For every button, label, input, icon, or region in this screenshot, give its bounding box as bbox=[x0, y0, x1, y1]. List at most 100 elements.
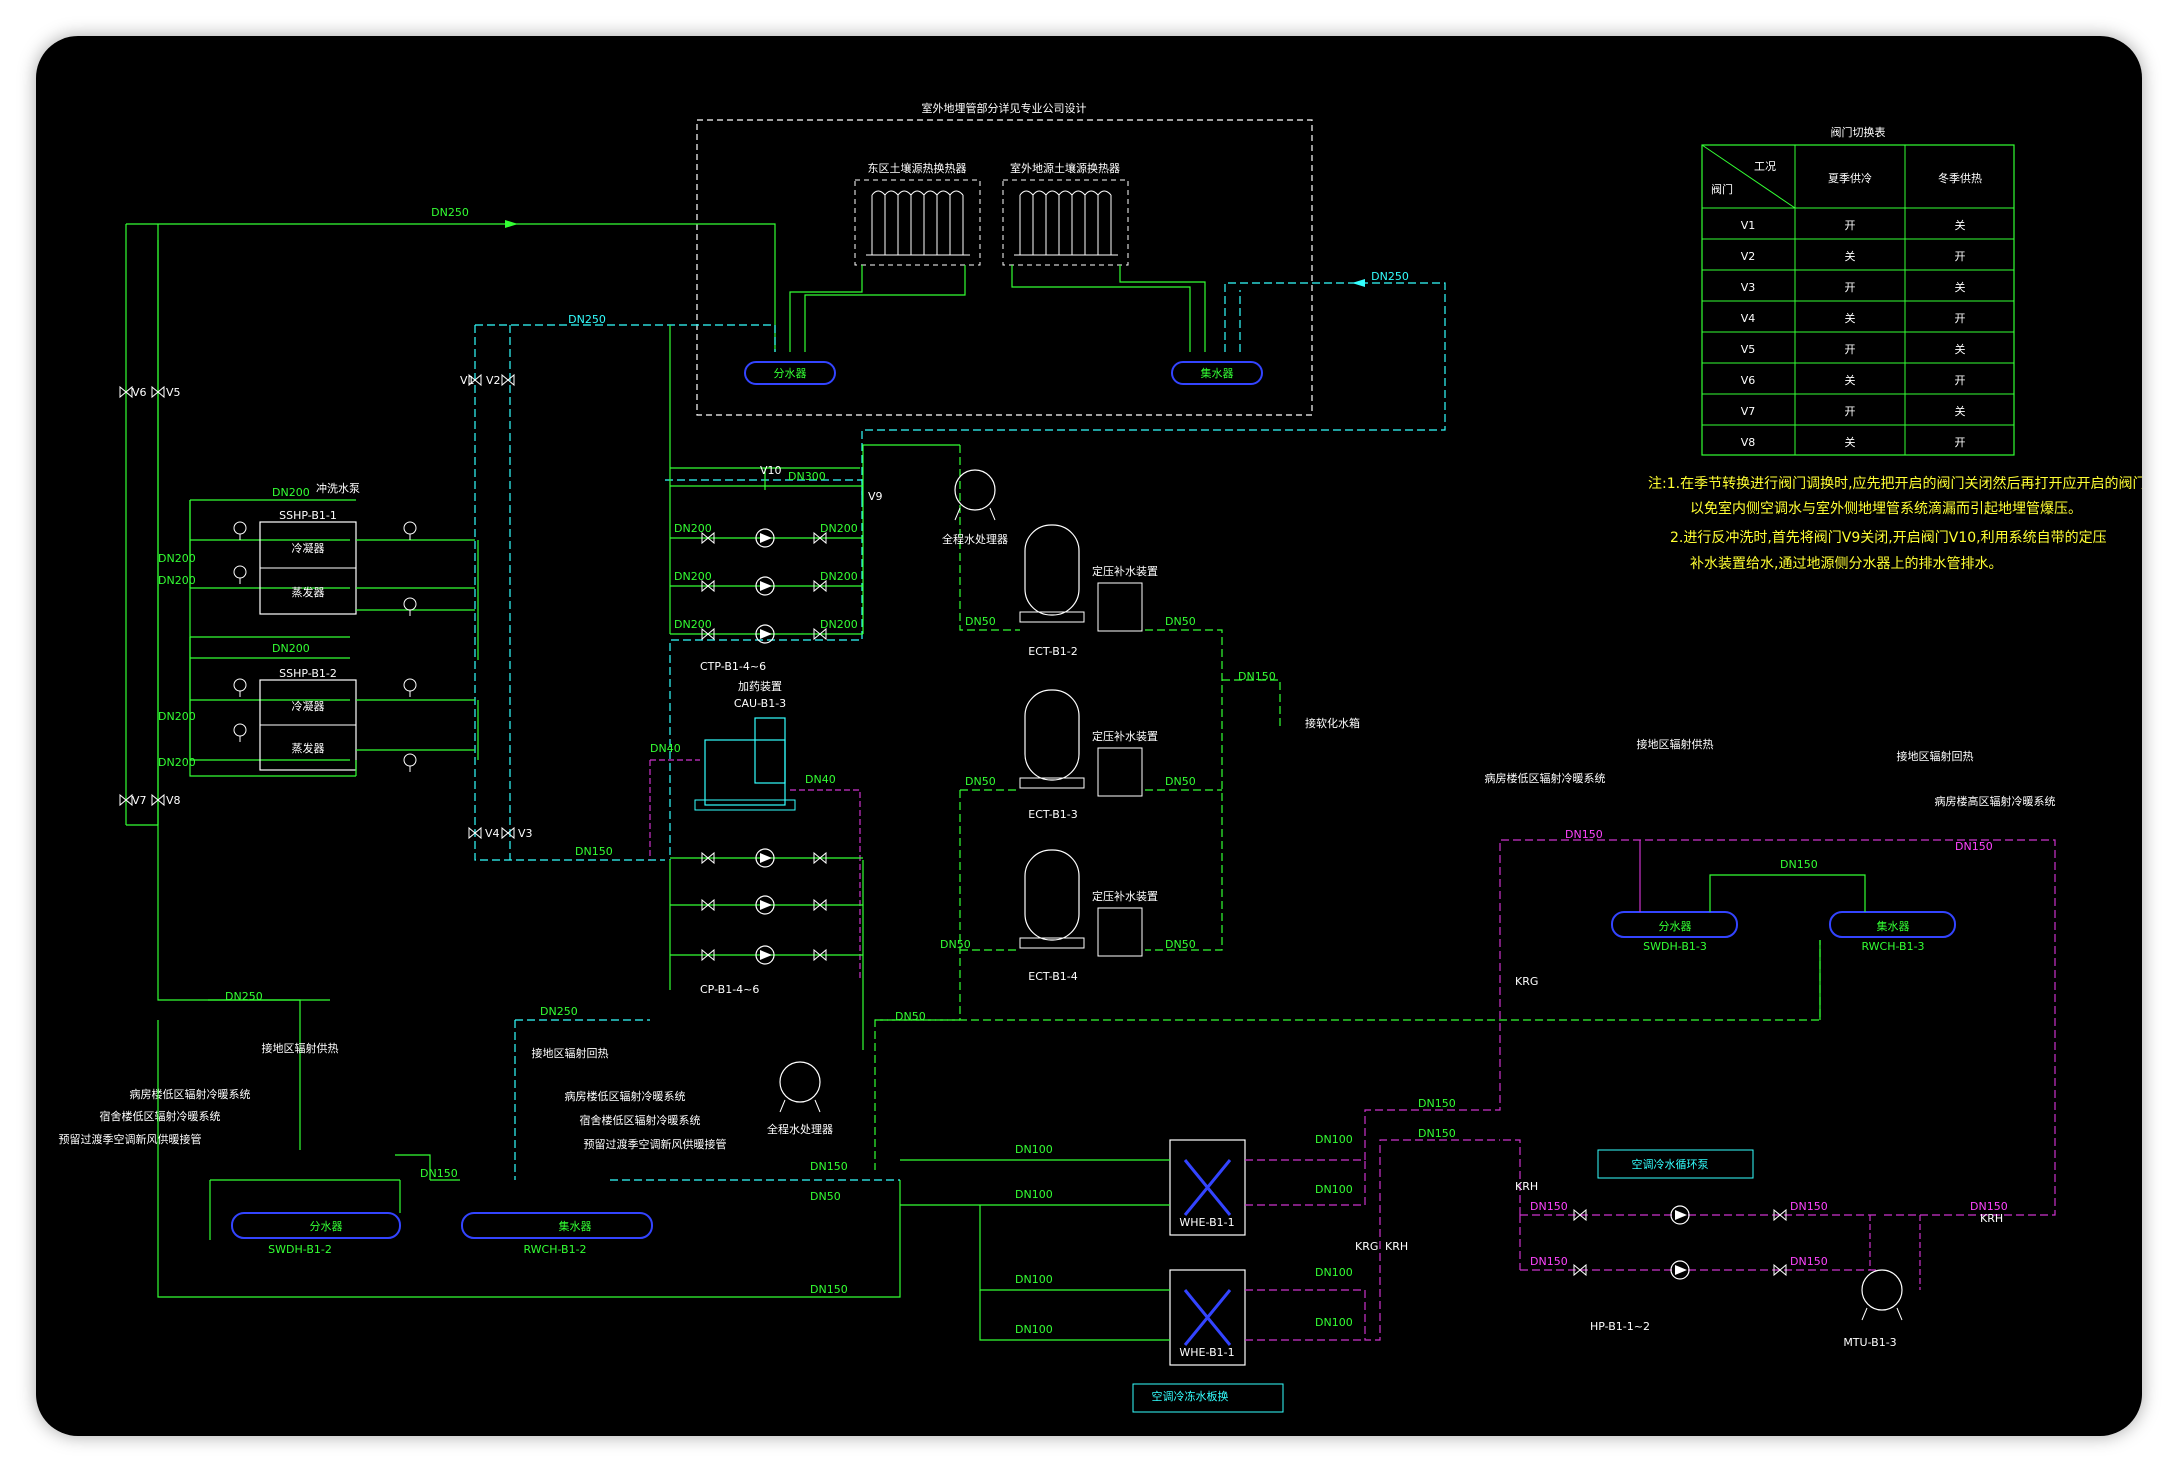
hx-left bbox=[854, 179, 981, 266]
valve-table-cell-valve: V1 bbox=[1741, 219, 1756, 232]
rwch2-col: 集水器 bbox=[559, 1219, 592, 1233]
dn150-bottom: DN150 bbox=[810, 1283, 848, 1296]
softwater-label: 接软化水箱 bbox=[1305, 716, 1360, 730]
hvac-loop-label: 空调冷水循环泵 bbox=[1632, 1157, 1709, 1171]
svg-text:DN150: DN150 bbox=[1418, 1097, 1456, 1110]
valve-table-cell-summer: 开 bbox=[1845, 219, 1856, 232]
svg-text:DN150: DN150 bbox=[1530, 1255, 1568, 1268]
svg-text:DN150: DN150 bbox=[1790, 1200, 1828, 1213]
branch-a-right: 接地区辐射供热 bbox=[1637, 737, 1714, 751]
dn40-right: DN40 bbox=[805, 773, 836, 786]
outdoor-collector-label: 集水器 bbox=[1201, 366, 1234, 380]
ect4 bbox=[1019, 849, 1143, 957]
whe-dn-labels: DN100 DN100 DN100 DN100 DN100 DN100 DN10… bbox=[1015, 1097, 1456, 1336]
hx-right bbox=[1002, 179, 1129, 266]
svg-text:DN200: DN200 bbox=[158, 574, 196, 587]
dn150-cp: DN150 bbox=[575, 845, 613, 858]
svg-text:DN150: DN150 bbox=[1238, 670, 1276, 683]
swdh3-sep: 分水器 bbox=[1659, 920, 1692, 933]
valve-table-title: 阀门切换表 bbox=[1831, 125, 1886, 139]
svg-text:DN200: DN200 bbox=[272, 486, 310, 499]
ect3-label: ECT-B1-3 bbox=[1028, 808, 1077, 821]
ect2-label: ECT-B1-2 bbox=[1028, 645, 1077, 658]
branch-b-left: 病房楼低区辐射冷暖系统 bbox=[130, 1087, 251, 1101]
branch-f-right: 病房楼高区辐射冷暖系统 bbox=[1935, 794, 2056, 808]
ect3 bbox=[1019, 689, 1143, 797]
krh-label-2: KRH bbox=[1515, 1180, 1538, 1193]
system-schematic: 室外地埋管部分详见专业公司设计 东区土壤源热换热器 室外地源土壤源换热器 分水器… bbox=[59, 101, 2142, 1413]
svg-text:DN150: DN150 bbox=[1790, 1255, 1828, 1268]
svg-text:DN50: DN50 bbox=[965, 775, 996, 788]
cp-label: CP-B1-4~6 bbox=[700, 983, 759, 996]
valve-table-cell-winter: 关 bbox=[1955, 280, 1966, 294]
cau-desc: 加药装置 bbox=[738, 680, 782, 693]
note-line-3: 2.进行反冲洗时,首先将阀门V9关闭,开启阀门V10,利用系统自带的定压 bbox=[1670, 530, 2107, 546]
sshp2-evaporator: 蒸发器 bbox=[292, 741, 325, 755]
branch-e-mid: 接地区辐射回热 bbox=[532, 1046, 609, 1060]
valve-table-cell-winter: 开 bbox=[1955, 374, 1966, 387]
cau-unit bbox=[704, 739, 786, 806]
v2-label: V2 bbox=[486, 374, 501, 387]
svg-text:DN100: DN100 bbox=[1015, 1143, 1053, 1156]
dn150-lower: DN150 bbox=[420, 1167, 458, 1180]
right-header-pipes bbox=[1709, 874, 1866, 1020]
svg-text:DN200: DN200 bbox=[158, 552, 196, 565]
valve-table-cell-valve: V2 bbox=[1741, 250, 1756, 263]
v6-label: V6 bbox=[132, 386, 147, 399]
valve-table-cell-summer: 关 bbox=[1845, 435, 1856, 449]
dn250-lower: DN250 bbox=[225, 990, 263, 1003]
v1-label: V1 bbox=[460, 374, 475, 387]
valve-table-cell-valve: V4 bbox=[1741, 312, 1756, 325]
valve-table-summer: 夏季供冷 bbox=[1828, 171, 1872, 185]
ect2-pumpset: 定压补水装置 bbox=[1092, 564, 1158, 578]
ctp-label: CTP-B1-4~6 bbox=[700, 660, 766, 673]
valve-table-cell-winter: 关 bbox=[1955, 218, 1966, 232]
valve-table-cell-valve: V6 bbox=[1741, 374, 1756, 387]
unit-gauges bbox=[233, 521, 417, 773]
return-pipes bbox=[474, 282, 1446, 861]
ect3-pumpset: 定压补水装置 bbox=[1092, 729, 1158, 743]
supply-pipes bbox=[125, 223, 1206, 1150]
svg-text:DN150: DN150 bbox=[1418, 1127, 1456, 1140]
mtu-top-label: 全程水处理器 bbox=[942, 532, 1008, 546]
v9-label: V9 bbox=[868, 490, 883, 503]
valve-table-cell-summer: 开 bbox=[1845, 281, 1856, 294]
whe-supply bbox=[900, 1159, 1170, 1341]
svg-text:DN100: DN100 bbox=[1015, 1188, 1053, 1201]
svg-text:DN50: DN50 bbox=[965, 615, 996, 628]
v3-label: V3 bbox=[518, 827, 533, 840]
ect4-label: ECT-B1-4 bbox=[1028, 970, 1077, 983]
hx-left-label: 东区土壤源热换热器 bbox=[868, 161, 967, 175]
svg-text:DN50: DN50 bbox=[940, 938, 971, 951]
svg-text:DN200: DN200 bbox=[820, 522, 858, 535]
mtu-label: MTU-B1-3 bbox=[1843, 1336, 1896, 1349]
branch-d-left: 预留过渡季空调新风供暖接管 bbox=[59, 1132, 202, 1146]
ect-pipes bbox=[874, 445, 1821, 1170]
valve-table-cell-valve: V7 bbox=[1741, 405, 1756, 418]
sshp2-condenser: 冷凝器 bbox=[292, 699, 325, 713]
svg-text:DN100: DN100 bbox=[1315, 1133, 1353, 1146]
valve-table-cell-winter: 开 bbox=[1955, 312, 1966, 325]
valve-table-cell-summer: 开 bbox=[1845, 343, 1856, 356]
v5-label: V5 bbox=[166, 386, 181, 399]
whe-lower bbox=[1169, 1269, 1246, 1366]
sshp1-condenser: 冷凝器 bbox=[292, 541, 325, 555]
hvac-pumps bbox=[1573, 1205, 1787, 1280]
unit-pipes bbox=[189, 499, 475, 777]
whe-upper-label: WHE-B1-1 bbox=[1179, 1216, 1234, 1229]
dn250-mid: DN250 bbox=[568, 313, 606, 326]
outdoor-collector bbox=[1171, 361, 1263, 385]
hvac-loop-box bbox=[1597, 1149, 1754, 1179]
branch-c-mid: 宿舍楼低区辐射冷暖系统 bbox=[580, 1113, 701, 1127]
sshp2-label: SSHP-B1-2 bbox=[279, 667, 337, 680]
arrow-top bbox=[505, 220, 518, 228]
outdoor-box bbox=[696, 119, 1313, 416]
hvac-dn-labels: DN150 DN150 DN150 DN150 DN150 DN150 DN15… bbox=[1530, 828, 2008, 1268]
hvac-water-box bbox=[1132, 1383, 1284, 1413]
dn-labels-units: DN200 DN200 DN200 DN200 DN200 DN200 bbox=[158, 486, 310, 769]
svg-text:DN100: DN100 bbox=[1315, 1266, 1353, 1279]
hvac-water-label: 空调冷冻水板换 bbox=[1152, 1389, 1229, 1403]
dn250-top: DN250 bbox=[431, 206, 469, 219]
sshp1-evaporator: 蒸发器 bbox=[292, 585, 325, 599]
ect-dn-labels: DN50 DN50 DN50 DN50 DN50 DN50 DN150 DN50 bbox=[895, 615, 1276, 1023]
